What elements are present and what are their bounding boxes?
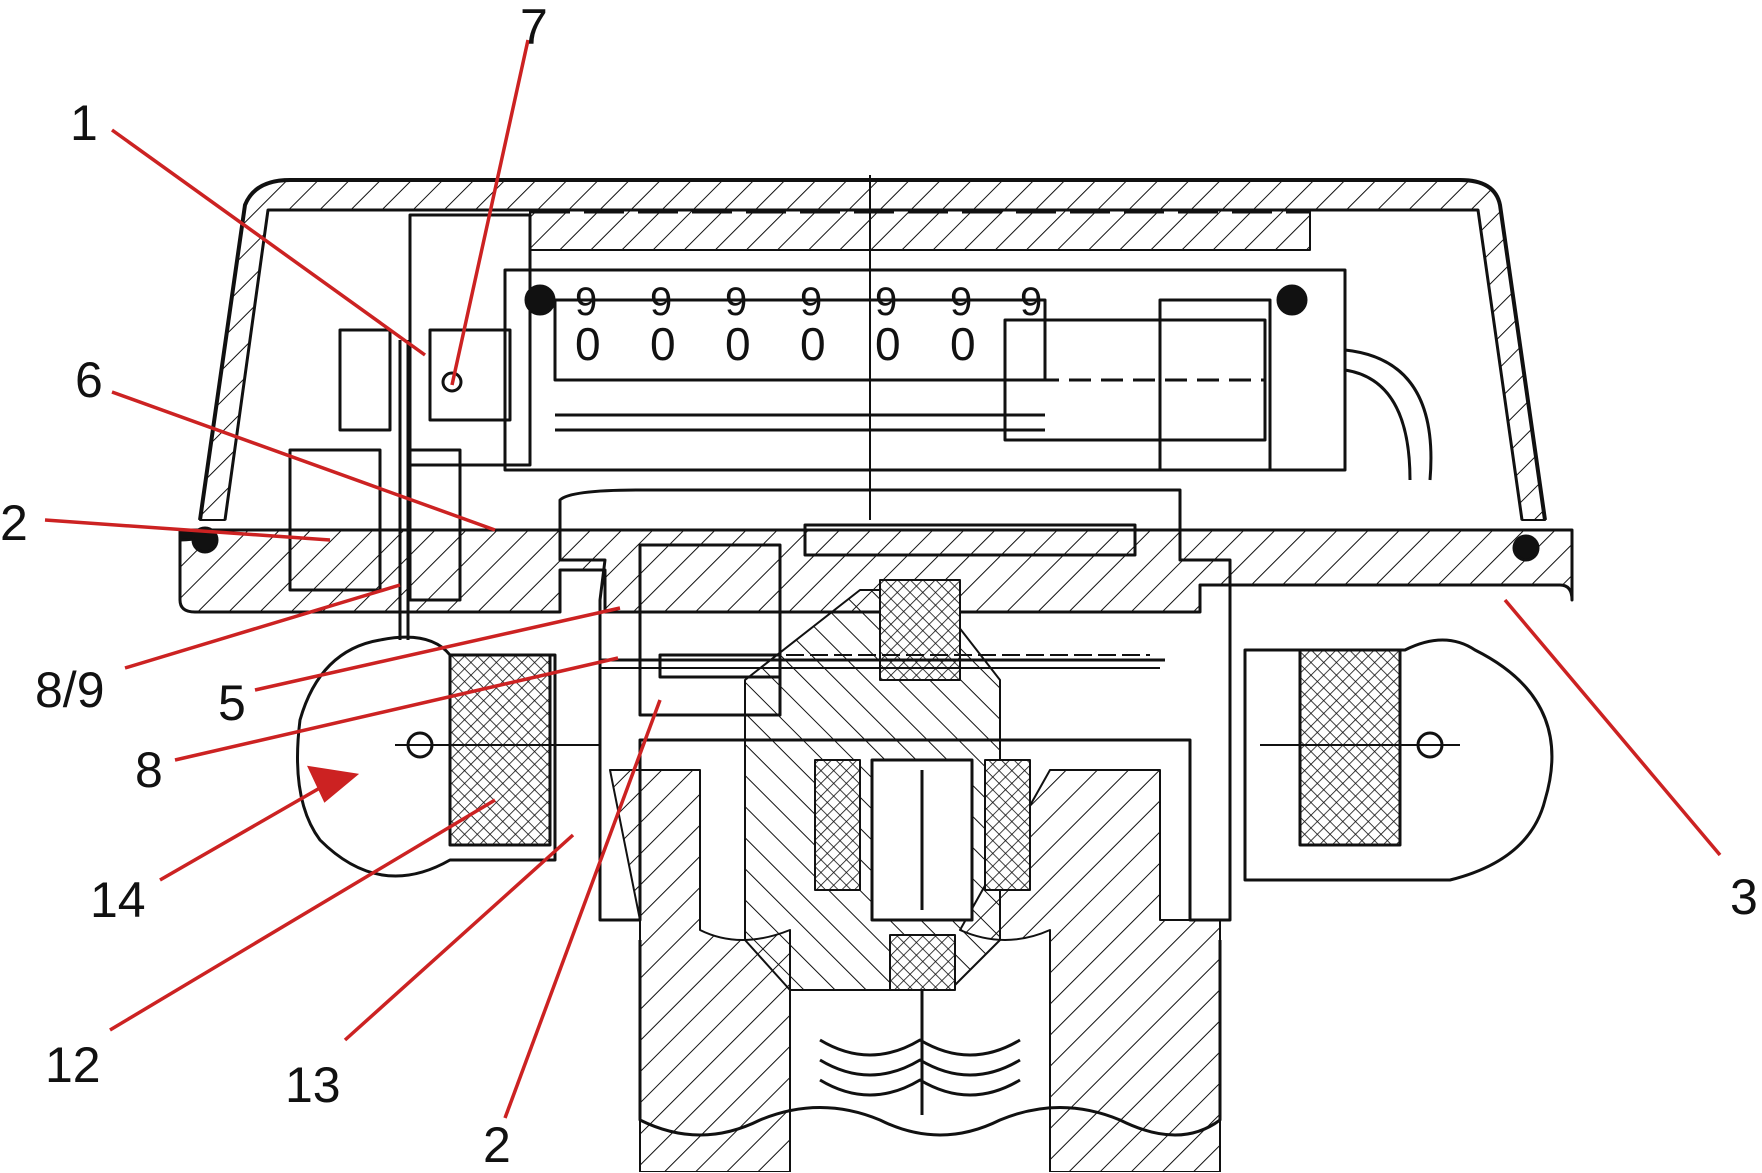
lower-body: [638, 940, 1222, 1137]
callout-8-9: 8/9: [35, 662, 105, 718]
leader-lines: [44, 39, 1722, 1119]
counter-digits: 9 9 9 9 9 9 9 0 0 0 0 0 0: [575, 280, 1042, 370]
counter-digit-top: 9: [725, 280, 747, 324]
callout-2-lower: 2: [483, 1117, 511, 1173]
leader-14: [159, 783, 326, 882]
counter-digit-top: 9: [875, 280, 897, 324]
center-assembly: [558, 488, 1232, 1172]
leader-1: [110, 128, 427, 357]
counter-digit-mid: 0: [800, 318, 826, 370]
leader-6: [111, 390, 496, 532]
counter-digit-top: 9: [800, 280, 822, 324]
leader-14-arrowhead: [307, 765, 360, 803]
callout-7: 7: [520, 0, 548, 55]
callout-14: 14: [90, 872, 146, 928]
right-coil: [1243, 638, 1554, 882]
callout-12: 12: [45, 1037, 101, 1093]
leader-5: [254, 606, 621, 692]
counter-digit-top: 9: [575, 280, 597, 324]
counter-digit-mid: 0: [575, 318, 601, 370]
counter-digit-top: 9: [950, 280, 972, 324]
cover-housing: [198, 178, 1547, 521]
leader-2b: [503, 699, 662, 1119]
leader-13: [343, 833, 575, 1042]
counter-digit-top: 9: [650, 280, 672, 324]
leader-12: [109, 798, 496, 1032]
callout-13: 13: [285, 1057, 341, 1113]
callout-5: 5: [218, 675, 246, 731]
callout-6: 6: [75, 352, 103, 408]
counter-mechanism: [503, 175, 1433, 520]
leader-3: [1503, 598, 1722, 857]
leader-7: [450, 39, 530, 386]
counter-digit-mid: 0: [875, 318, 901, 370]
left-clamp-block: [288, 213, 532, 640]
callout-1: 1: [70, 95, 98, 151]
counter-digit-mid: 0: [650, 318, 676, 370]
callout-8: 8: [135, 742, 163, 798]
counter-digit-mid: 0: [725, 318, 751, 370]
callout-2: 2: [0, 495, 28, 551]
counter-digit-mid: 0: [950, 318, 976, 370]
leader-8: [174, 656, 619, 762]
leader-8-9: [124, 583, 401, 670]
counter-digit-top: 9: [1020, 280, 1042, 324]
callout-3: 3: [1730, 869, 1758, 925]
leader-2a: [44, 518, 331, 542]
